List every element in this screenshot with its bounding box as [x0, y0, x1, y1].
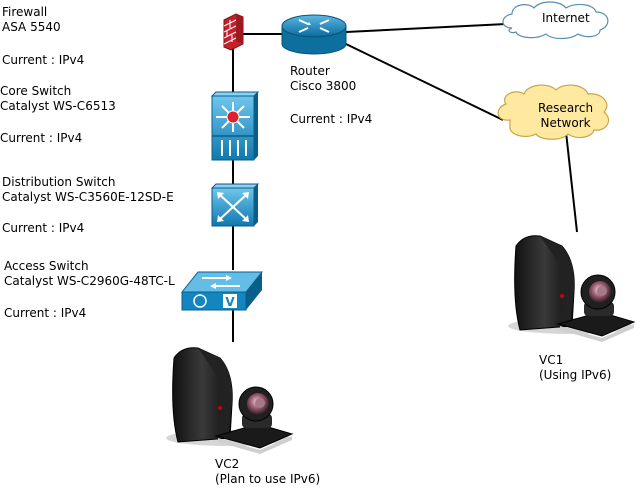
core-switch-name: Core Switch — [0, 84, 72, 98]
distribution-switch-model: Catalyst WS-C3560E-12SD-E — [2, 190, 174, 204]
network-links — [232, 23, 578, 342]
vc2-label: VC2 (Plan to use IPv6) — [215, 457, 320, 487]
access-switch-model: Catalyst WS-C2960G-48TC-L — [4, 274, 175, 288]
vc2-video-unit-icon — [166, 347, 294, 454]
link-router-research — [345, 43, 504, 121]
vc1-video-unit-icon — [508, 235, 636, 342]
internet-label: Internet — [542, 11, 590, 25]
vc1-name: VC1 — [539, 353, 564, 367]
access-switch-name: Access Switch — [4, 259, 89, 273]
router-name: Router — [290, 64, 330, 78]
vc1-label: VC1 (Using IPv6) — [539, 353, 611, 383]
access-switch-icon: V — [180, 271, 264, 311]
router-label: Router Cisco 3800 — [290, 64, 356, 94]
vc2-name: VC2 — [215, 457, 240, 471]
vc2-note: (Plan to use IPv6) — [215, 472, 321, 486]
core-switch-model: Catalyst WS-C6513 — [0, 99, 116, 113]
access-switch-label: Access Switch Catalyst WS-C2960G-48TC-L — [4, 259, 175, 289]
firewall-name: Firewall — [2, 5, 48, 19]
research-label-line2: Network — [540, 116, 591, 130]
distribution-switch-name: Distribution Switch — [2, 175, 116, 189]
research-label-line1: Research — [538, 101, 594, 115]
core-switch-icon — [210, 91, 260, 161]
router-icon — [281, 14, 347, 55]
vc1-note: (Using IPv6) — [539, 368, 612, 382]
research-cloud-shape — [497, 84, 609, 140]
distribution-switch-status: Current : IPv4 — [2, 221, 85, 235]
firewall-label: Firewall ASA 5540 — [2, 5, 61, 35]
router-model: Cisco 3800 — [290, 79, 357, 93]
svg-text:V: V — [225, 295, 235, 309]
core-switch-status: Current : IPv4 — [0, 131, 83, 145]
link-research-vc1 — [565, 131, 578, 233]
firewall-icon — [223, 13, 244, 51]
research-network-label: Research Network — [538, 101, 593, 131]
internet-cloud — [502, 1, 609, 40]
access-switch-status: Current : IPv4 — [4, 306, 87, 320]
router-status: Current : IPv4 — [290, 112, 373, 126]
research-network-cloud — [497, 84, 609, 140]
distribution-switch-icon — [210, 183, 260, 227]
core-switch-label: Core Switch Catalyst WS-C6513 — [0, 84, 116, 114]
internet-cloud-shape — [502, 1, 609, 40]
link-router-internet — [345, 23, 507, 33]
firewall-model: ASA 5540 — [2, 20, 61, 34]
distribution-switch-label: Distribution Switch Catalyst WS-C3560E-1… — [2, 175, 174, 205]
firewall-status: Current : IPv4 — [2, 53, 85, 67]
